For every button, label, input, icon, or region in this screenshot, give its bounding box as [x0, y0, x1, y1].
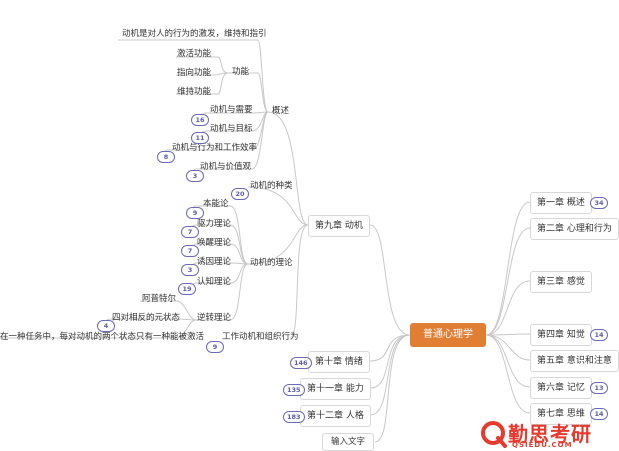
- theory-count-badge: 7: [181, 226, 199, 238]
- theory-item[interactable]: 认知理论: [197, 277, 232, 287]
- logo-icon: [481, 421, 507, 448]
- watermark-logo: 勤思考研 QSIEDU.COM: [478, 418, 600, 450]
- chapter-6-node[interactable]: 第六章 记忆: [530, 377, 592, 399]
- relation-item[interactable]: 动机与价值观: [200, 162, 252, 172]
- relation-item[interactable]: 动机与行为和工作效率: [172, 143, 258, 153]
- mind-map-canvas: 普通心理学 第一章 概述 第二章 心理和行为 第三章 感觉 第四章 知觉 第五章…: [0, 29, 619, 451]
- relation-item[interactable]: 动机与需要: [210, 105, 253, 115]
- theory-count-badge: 19: [178, 283, 196, 295]
- theory-item[interactable]: 唤醒理论: [197, 238, 232, 248]
- relation-item[interactable]: 动机与目标: [210, 124, 253, 134]
- chapter-4-node[interactable]: 第四章 知觉: [530, 324, 592, 346]
- watermark-text: 勤思考研: [508, 422, 592, 446]
- chapter-12-node[interactable]: 第十二章 人格: [300, 405, 371, 427]
- reversal-count-badge: 4: [97, 320, 115, 332]
- chapter-6-count-badge: 13: [590, 382, 608, 394]
- work-motivation-label[interactable]: 工作动机和组织行为: [222, 332, 299, 342]
- root-node[interactable]: 普通心理学: [410, 323, 486, 347]
- theory-item[interactable]: 驱力理论: [197, 219, 232, 229]
- types-count-badge: 20: [231, 188, 249, 200]
- chapter-1-count-badge: 34: [590, 197, 608, 209]
- relation-count-badge: 11: [191, 132, 209, 144]
- definition-text[interactable]: 动机是对人的行为的激发，维持和指引: [122, 29, 267, 39]
- chapter-2-node[interactable]: 第二章 心理和行为: [530, 218, 619, 240]
- theory-count-badge: 7: [181, 245, 199, 257]
- theory-count-badge: 3: [181, 264, 199, 276]
- work-count-badge: 9: [206, 341, 224, 353]
- chapter-9-node[interactable]: 第九章 动机: [308, 215, 370, 237]
- overview-label[interactable]: 概述: [272, 106, 290, 116]
- theory-count-badge: 9: [186, 207, 204, 219]
- new-topic-input[interactable]: 输入文字: [322, 433, 375, 451]
- reversal-label[interactable]: 逆转理论: [197, 313, 232, 323]
- chapter-4-count-badge: 14: [590, 329, 608, 341]
- chapter-1-node[interactable]: 第一章 概述: [530, 192, 592, 214]
- theory-label[interactable]: 动机的理论: [250, 258, 293, 268]
- function-item[interactable]: 激活功能: [177, 49, 212, 59]
- connector-lines: [0, 39, 531, 443]
- chapter-11-node[interactable]: 第十一章 能力: [300, 378, 371, 400]
- function-item[interactable]: 指向功能: [177, 68, 212, 78]
- relation-count-badge: 3: [186, 170, 204, 182]
- chapter-11-count-badge: 135: [283, 384, 305, 396]
- theory-item[interactable]: 本能论: [203, 199, 229, 209]
- reversal-item[interactable]: 阿普特尔: [142, 294, 177, 304]
- chapter-10-node[interactable]: 第十章 情绪: [308, 351, 370, 373]
- reversal-item[interactable]: 四对相反的元状态: [112, 313, 181, 323]
- chapter-7-count-badge: 14: [590, 408, 608, 420]
- function-item[interactable]: 维持功能: [177, 87, 212, 97]
- chapter-12-count-badge: 183: [283, 411, 305, 423]
- theory-item[interactable]: 诱因理论: [197, 257, 232, 267]
- watermark-url: QSIEDU.COM: [512, 441, 573, 449]
- types-label[interactable]: 动机的种类: [250, 181, 293, 191]
- relation-count-badge: 8: [157, 151, 175, 163]
- chapter-5-node[interactable]: 第五章 意识和注意: [530, 350, 619, 372]
- reversal-item[interactable]: 在一种任务中，每对动机的两个状态只有一种能被激活: [0, 332, 205, 342]
- chapter-3-node[interactable]: 第三章 感觉: [530, 271, 592, 293]
- chapter-10-count-badge: 146: [290, 357, 312, 369]
- relation-count-badge: 16: [191, 114, 209, 126]
- function-label[interactable]: 功能: [232, 67, 250, 77]
